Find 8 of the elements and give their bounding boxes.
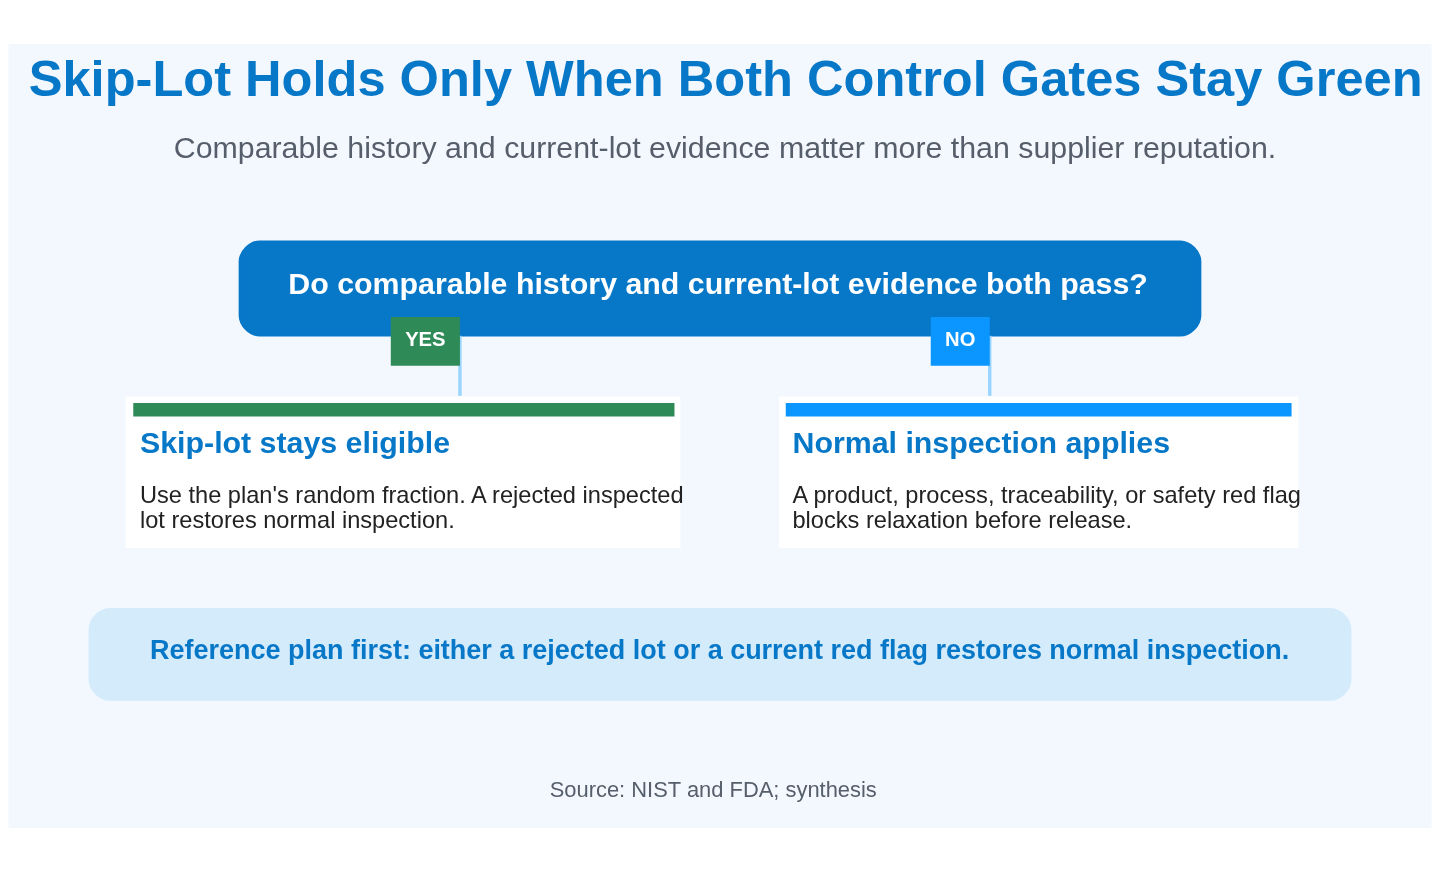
diagram-title: Skip-Lot Holds Only When Both Control Gates Stay Green: [28, 49, 1423, 107]
label: Source: NIST and FDA; synthesis: [549, 776, 877, 802]
connector: [458, 335, 462, 396]
connector: [988, 335, 992, 396]
node-box: Skip-lot stays eligible Use the plan's random fraction. A rejected inspected lot restores normal inspection.: [125, 395, 681, 548]
node-box: Reference plan first: either a rejected lot or a current red flag restores normal inspection.: [88, 607, 1352, 701]
label: Comparable history and current-lot evidence matter more than supplier reputation.: [173, 130, 1277, 164]
node-box: Normal inspection applies A product, process, traceability, or safety red flag blocks relaxation before release.: [779, 395, 1299, 548]
